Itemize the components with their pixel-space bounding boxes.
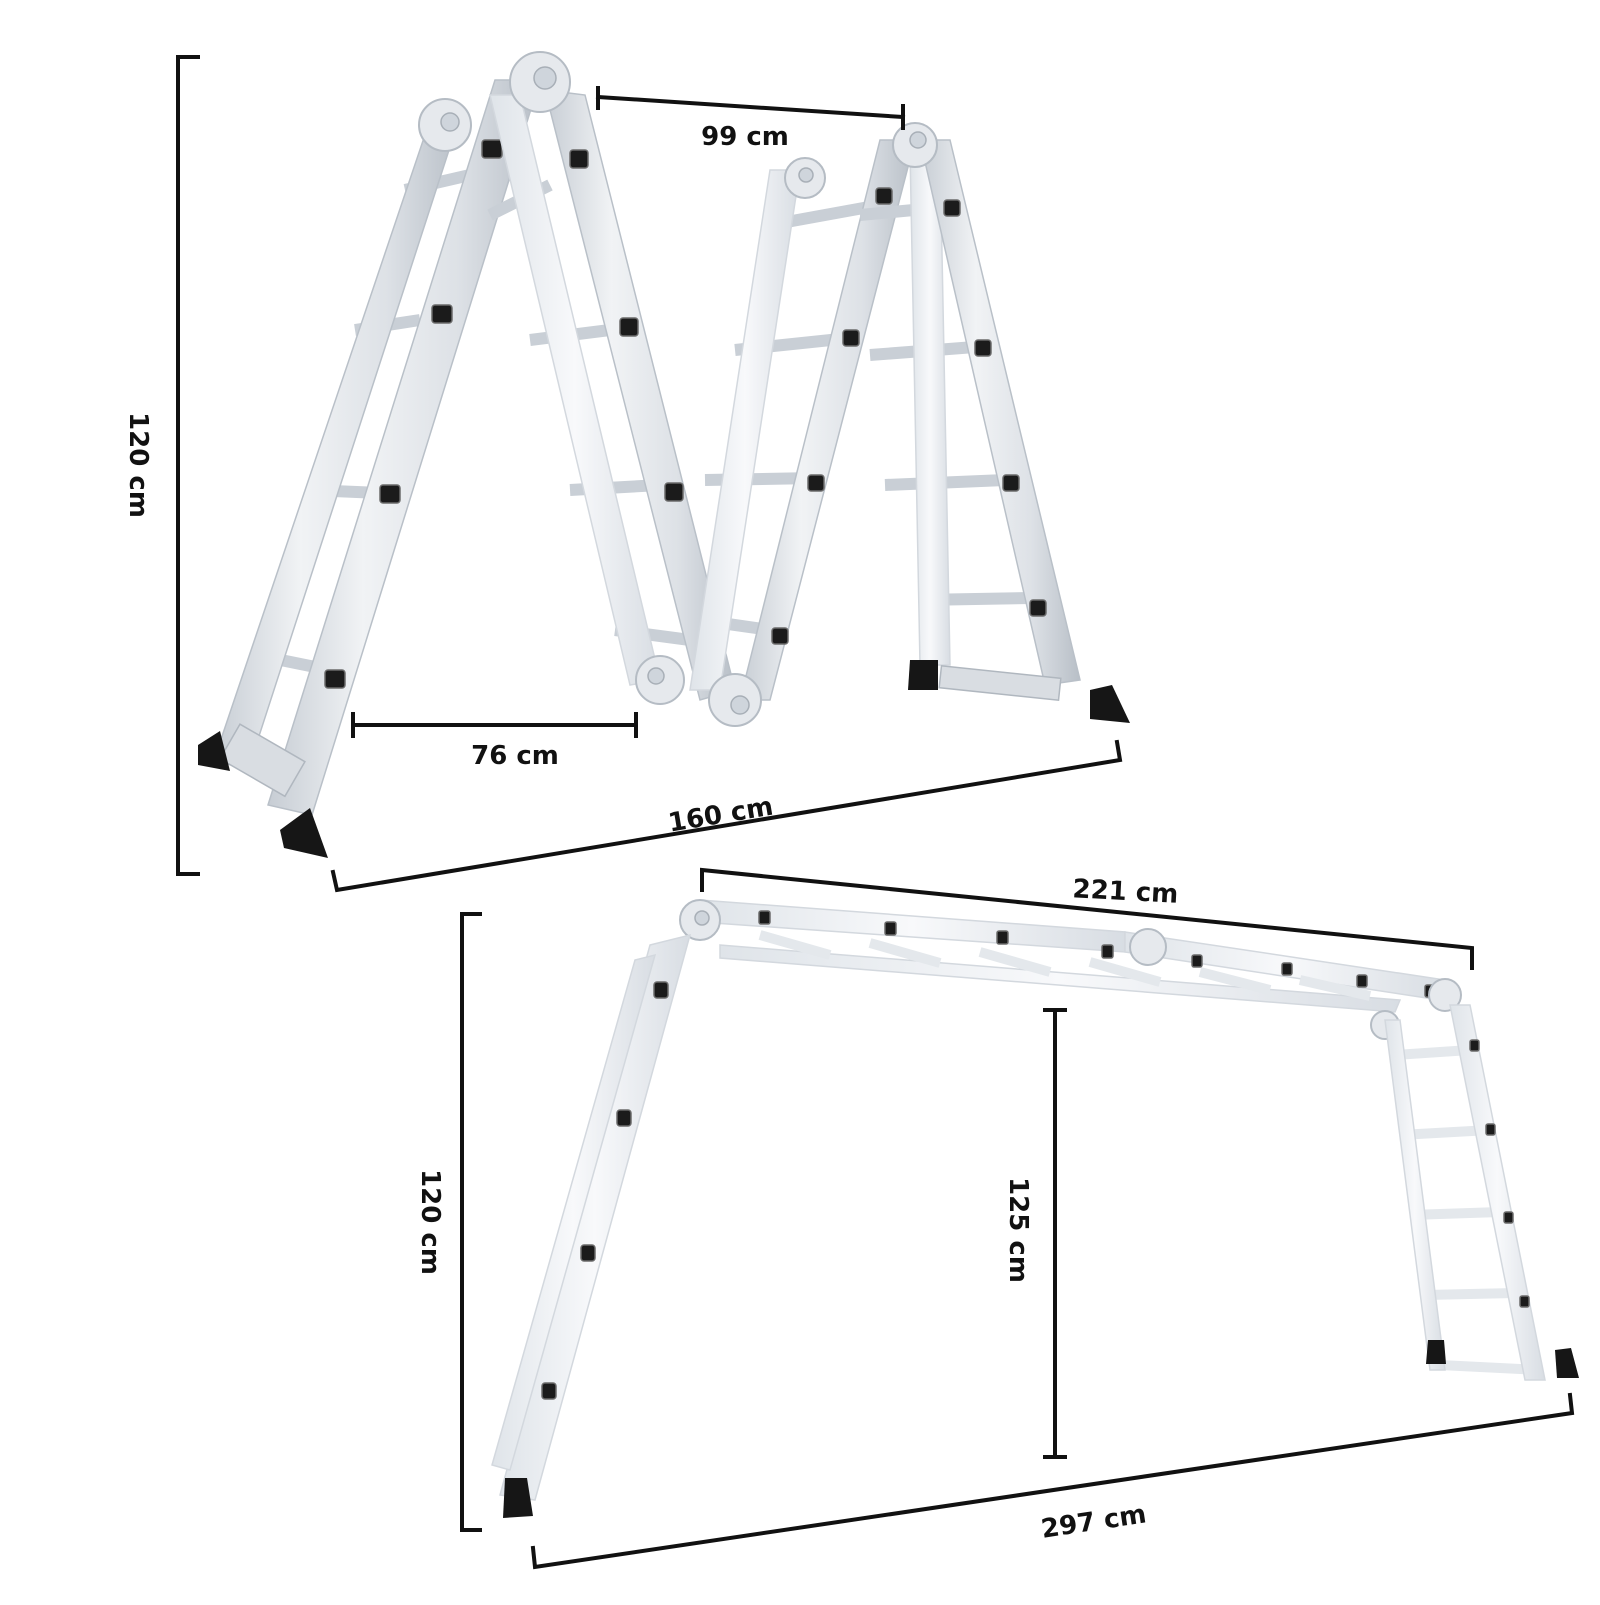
scaffold-footprint-label: 297 cm [1039,1499,1148,1544]
left-leg-section [491,933,692,1518]
scaffold-ladder [491,899,1579,1518]
scaffold-footprint-dimension-line [530,1392,1575,1570]
right-leg-section [1384,1004,1579,1381]
lock-knob-icon [481,139,503,159]
platform-length-label: 221 cm [1072,874,1179,909]
scaffold-dimensions: 221 cm 120 cm 125 cm 297 cm [415,867,1575,1570]
ladder-section-4 [689,139,916,701]
height-dimension-line [176,55,200,876]
footprint-label: 160 cm [666,792,775,839]
rubber-feet [198,660,1130,858]
inner-base-label: 76 cm [471,741,559,771]
footprint-dimension-line [330,739,1123,893]
ladder-section-3 [487,89,736,701]
clearance-label: 125 cm [1003,1177,1033,1283]
rubber-foot-icon [198,731,230,771]
ladder-section-5 [859,139,1081,686]
hinge-joints [418,51,938,727]
ladder-section-2 [267,79,542,816]
leg-height-dimension-line [460,912,482,1532]
m-shape-ladder [198,51,1130,858]
leg-height-label: 120 cm [415,1169,445,1275]
top-span-dimension-line [595,94,906,120]
height-label: 120 cm [123,412,153,518]
platform-length-dimension-line [700,867,1474,970]
top-span-label: 99 cm [701,122,789,152]
platform-section [679,899,1462,1040]
